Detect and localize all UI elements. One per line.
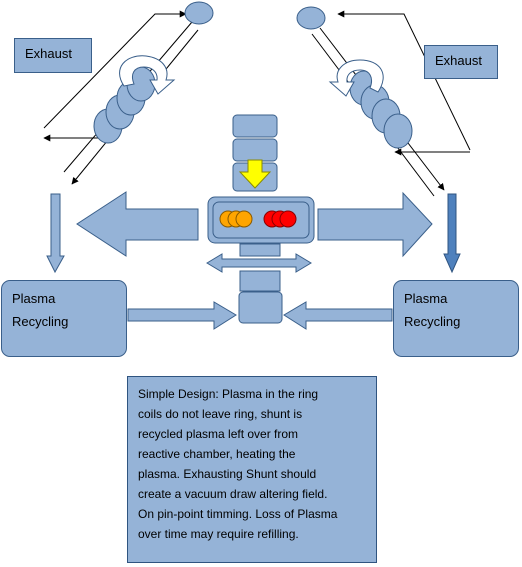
down-arrow-left: [46, 193, 65, 274]
note-line: coils do not leave ring, shunt is: [138, 407, 303, 421]
double-arrow-horizontal: [206, 253, 312, 273]
exhaust-label-right: Exhaust: [424, 45, 498, 79]
big-arrow-right: [317, 191, 433, 258]
note-line: reactive chamber, heating the: [138, 447, 296, 461]
recycling-right-line-1: Plasma: [404, 291, 448, 306]
orange-ball-3: [235, 210, 253, 228]
plasma-recycling-left: Plasma Recycling: [1, 280, 127, 357]
big-arrow-left: [76, 191, 199, 257]
plasma-recycling-right: Plasma Recycling: [393, 280, 519, 357]
note-line: On pin-point timming. Loss of Plasma: [138, 507, 338, 521]
red-ball-3: [279, 210, 297, 228]
right-rotation-arrow-icon: [328, 59, 384, 97]
right-exhaust-assembly: [296, 6, 471, 197]
down-arrow-right: [443, 193, 461, 274]
connector-lower: [239, 270, 281, 292]
exhaust-left-text: Exhaust: [25, 46, 72, 61]
collector-block: [238, 291, 283, 324]
left-valve-knob: [184, 1, 214, 25]
return-arrow-right: [283, 301, 393, 330]
note-line: plasma. Exhausting Shunt should: [138, 467, 317, 481]
right-flow-arrow-top: [337, 10, 471, 151]
note-line: over time may require refilling.: [138, 527, 299, 541]
connector-neck: [239, 243, 281, 257]
return-arrow-left: [127, 301, 237, 330]
central-column: [206, 114, 315, 324]
right-coil-4: [383, 113, 413, 149]
left-flow-arrow-top: [43, 10, 187, 129]
left-rotation-arrow-icon: [119, 55, 176, 95]
design-note: Simple Design: Plasma in the ring coils …: [127, 376, 377, 563]
recycling-left-line-2: Recycling: [12, 314, 69, 329]
column-block-2: [232, 138, 278, 162]
right-valve-knob: [296, 6, 326, 30]
left-exhaust-assembly: [43, 1, 214, 185]
recycling-left-line-1: Plasma: [12, 291, 56, 306]
recycling-right-line-2: Recycling: [404, 314, 461, 329]
exhaust-right-text: Exhaust: [435, 53, 482, 68]
exhaust-label-left: Exhaust: [14, 38, 92, 73]
note-line: recycled plasma left over from: [138, 427, 299, 441]
note-line: create a vacuum draw altering field.: [138, 487, 328, 501]
column-block-1: [232, 114, 278, 138]
yellow-down-arrow-icon: [238, 159, 272, 189]
note-line: Simple Design: Plasma in the ring: [138, 387, 319, 401]
